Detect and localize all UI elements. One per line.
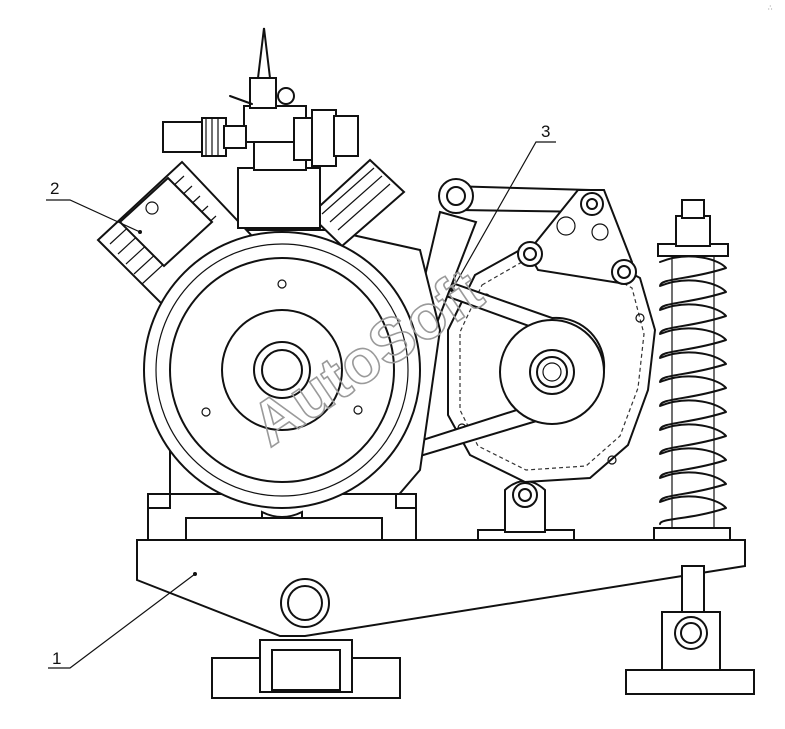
callout-1: 1 <box>48 572 197 669</box>
callout-2: 2 <box>46 179 142 234</box>
base-frame <box>136 539 755 699</box>
tension-spring <box>653 199 731 541</box>
callout-label-2: 2 <box>50 179 59 198</box>
corner-mark: ∴ <box>768 5 773 12</box>
right-cylinder <box>308 158 406 248</box>
flywheel <box>143 231 421 509</box>
valve-head <box>162 27 359 229</box>
callout-3: 3 <box>450 122 556 292</box>
callout-label-1: 1 <box>52 649 61 668</box>
callout-label-3: 3 <box>541 122 550 141</box>
tensioner-linkage <box>408 178 637 348</box>
drive-belt <box>329 238 606 476</box>
